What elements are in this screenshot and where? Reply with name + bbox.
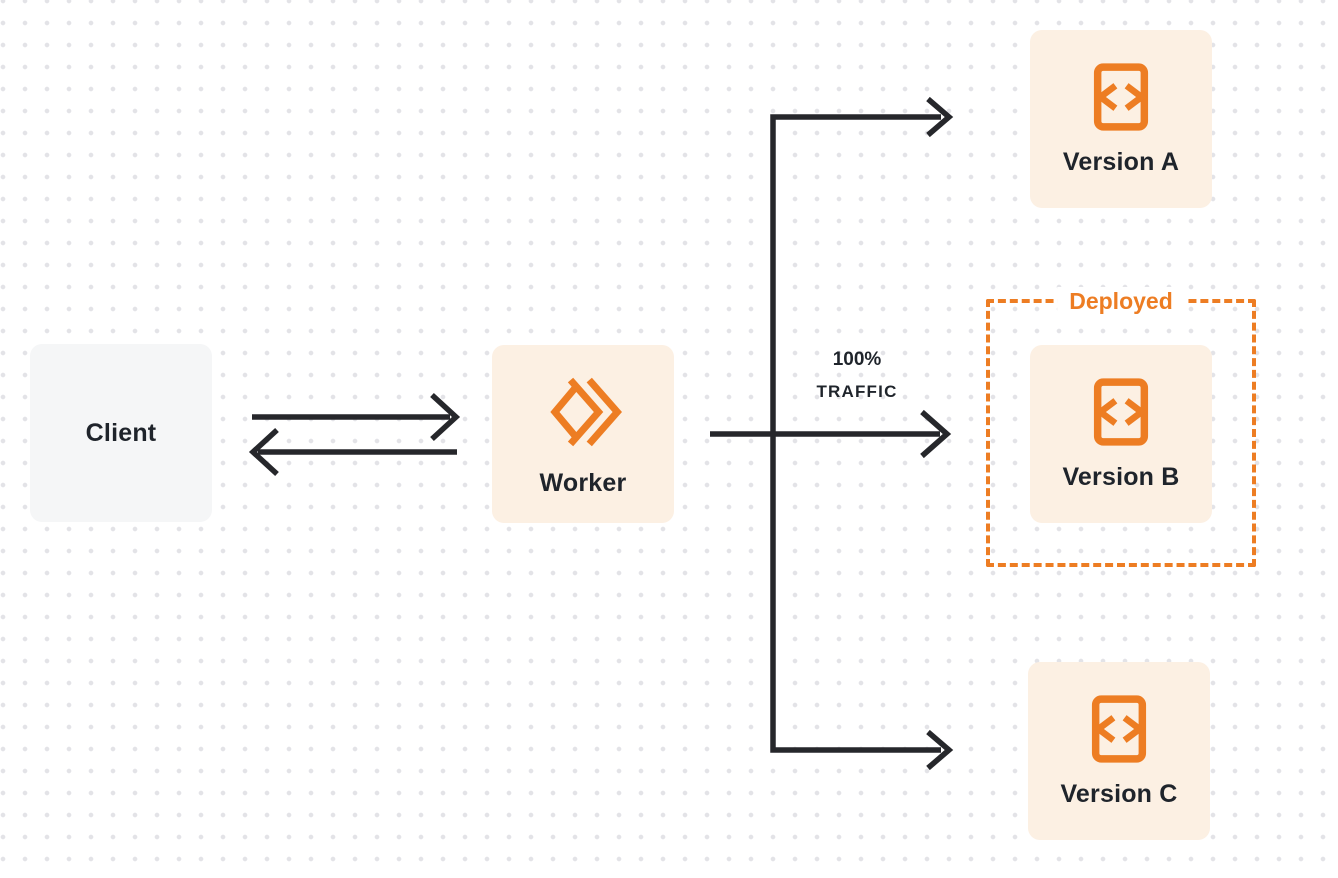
- code-file-icon: [1093, 62, 1149, 132]
- code-file-icon: [1093, 377, 1149, 447]
- client-node-label: Client: [85, 418, 157, 447]
- traffic-percent-text: 100%: [832, 349, 882, 370]
- deployed-group-outline: Deployed: [986, 287, 1256, 567]
- client-node: Client: [30, 344, 212, 522]
- version-b-node-label: Version B: [1062, 462, 1180, 491]
- traffic-label: 100% TRAFFIC: [789, 349, 925, 402]
- arrow-worker-to-client-head: [248, 427, 279, 477]
- code-file-icon: [1091, 694, 1147, 764]
- worker-node-label: Worker: [539, 468, 627, 497]
- version-a-node-label: Version A: [1062, 147, 1180, 176]
- version-b-node: Version B: [1030, 345, 1212, 523]
- arrow-to-version-c-head: [926, 729, 954, 771]
- arrow-to-version-a-head: [926, 96, 954, 138]
- traffic-word-text: TRAFFIC: [816, 382, 898, 401]
- version-c-node-label: Version C: [1060, 779, 1178, 808]
- worker-node: Worker: [492, 345, 674, 523]
- version-a-node: Version A: [1030, 30, 1212, 208]
- branch-trunk-line: [770, 114, 941, 753]
- workers-chevrons-icon: [544, 371, 622, 453]
- deployed-group-label: Deployed: [1057, 287, 1185, 315]
- arrow-client-to-worker-head: [430, 392, 461, 442]
- version-c-node: Version C: [1028, 662, 1210, 840]
- arrow-worker-to-version-b-head: [920, 409, 952, 459]
